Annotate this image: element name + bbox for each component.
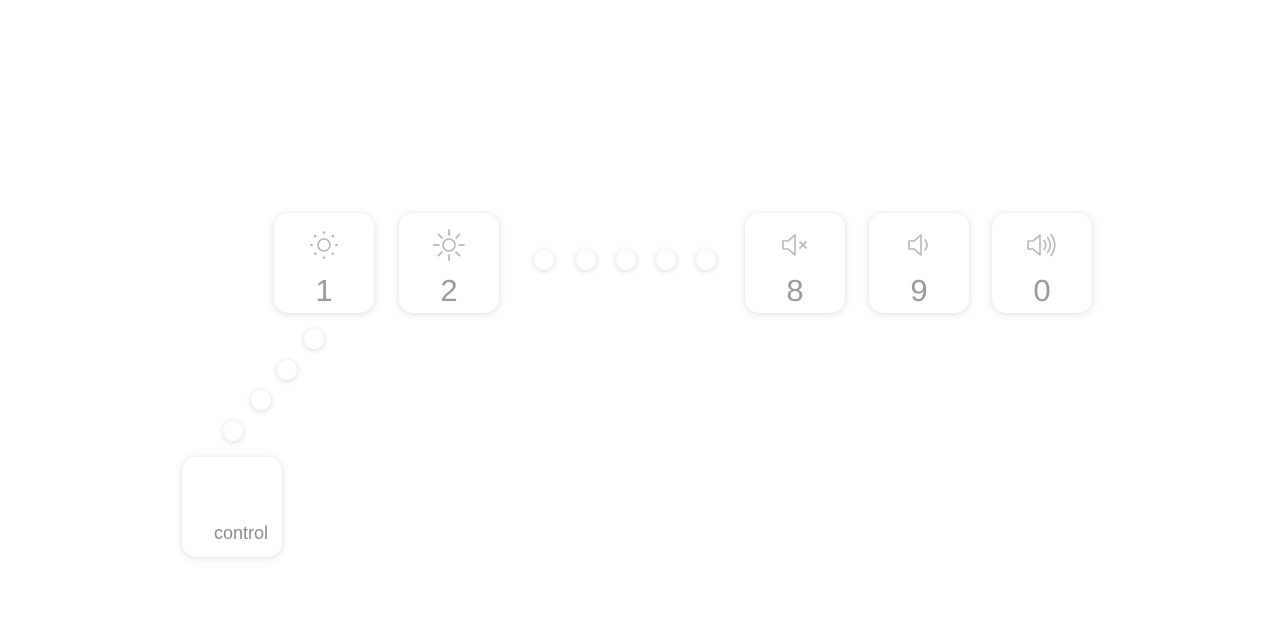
ellipsis-dot — [656, 250, 676, 270]
key-1[interactable]: 1 — [274, 213, 374, 313]
key-0[interactable]: 0 — [992, 213, 1092, 313]
key-label: 9 — [910, 273, 928, 308]
ellipsis-dot — [304, 329, 324, 349]
key-label: 0 — [1033, 273, 1051, 308]
ellipsis-dot — [277, 360, 297, 380]
ellipsis-dot — [616, 250, 636, 270]
key-8[interactable]: 8 — [745, 213, 845, 313]
key-2[interactable]: 2 — [399, 213, 499, 313]
key-label: 8 — [786, 273, 804, 308]
key-label: 2 — [440, 273, 458, 308]
brightness-down-icon — [310, 231, 338, 259]
ellipsis-dot — [223, 421, 243, 441]
ellipsis-dot — [251, 390, 271, 410]
ellipsis-dot — [534, 250, 554, 270]
volume-down-icon — [908, 234, 928, 256]
ellipsis-dot — [696, 250, 716, 270]
control-key-label: control — [213, 523, 268, 543]
brightness-up-icon — [433, 229, 465, 261]
key-label: 1 — [315, 273, 333, 308]
control-key[interactable]: control — [182, 457, 282, 557]
volume-up-icon — [1027, 233, 1056, 257]
key-9[interactable]: 9 — [869, 213, 969, 313]
ellipsis-dot — [576, 250, 596, 270]
volume-mute-icon — [782, 234, 807, 256]
